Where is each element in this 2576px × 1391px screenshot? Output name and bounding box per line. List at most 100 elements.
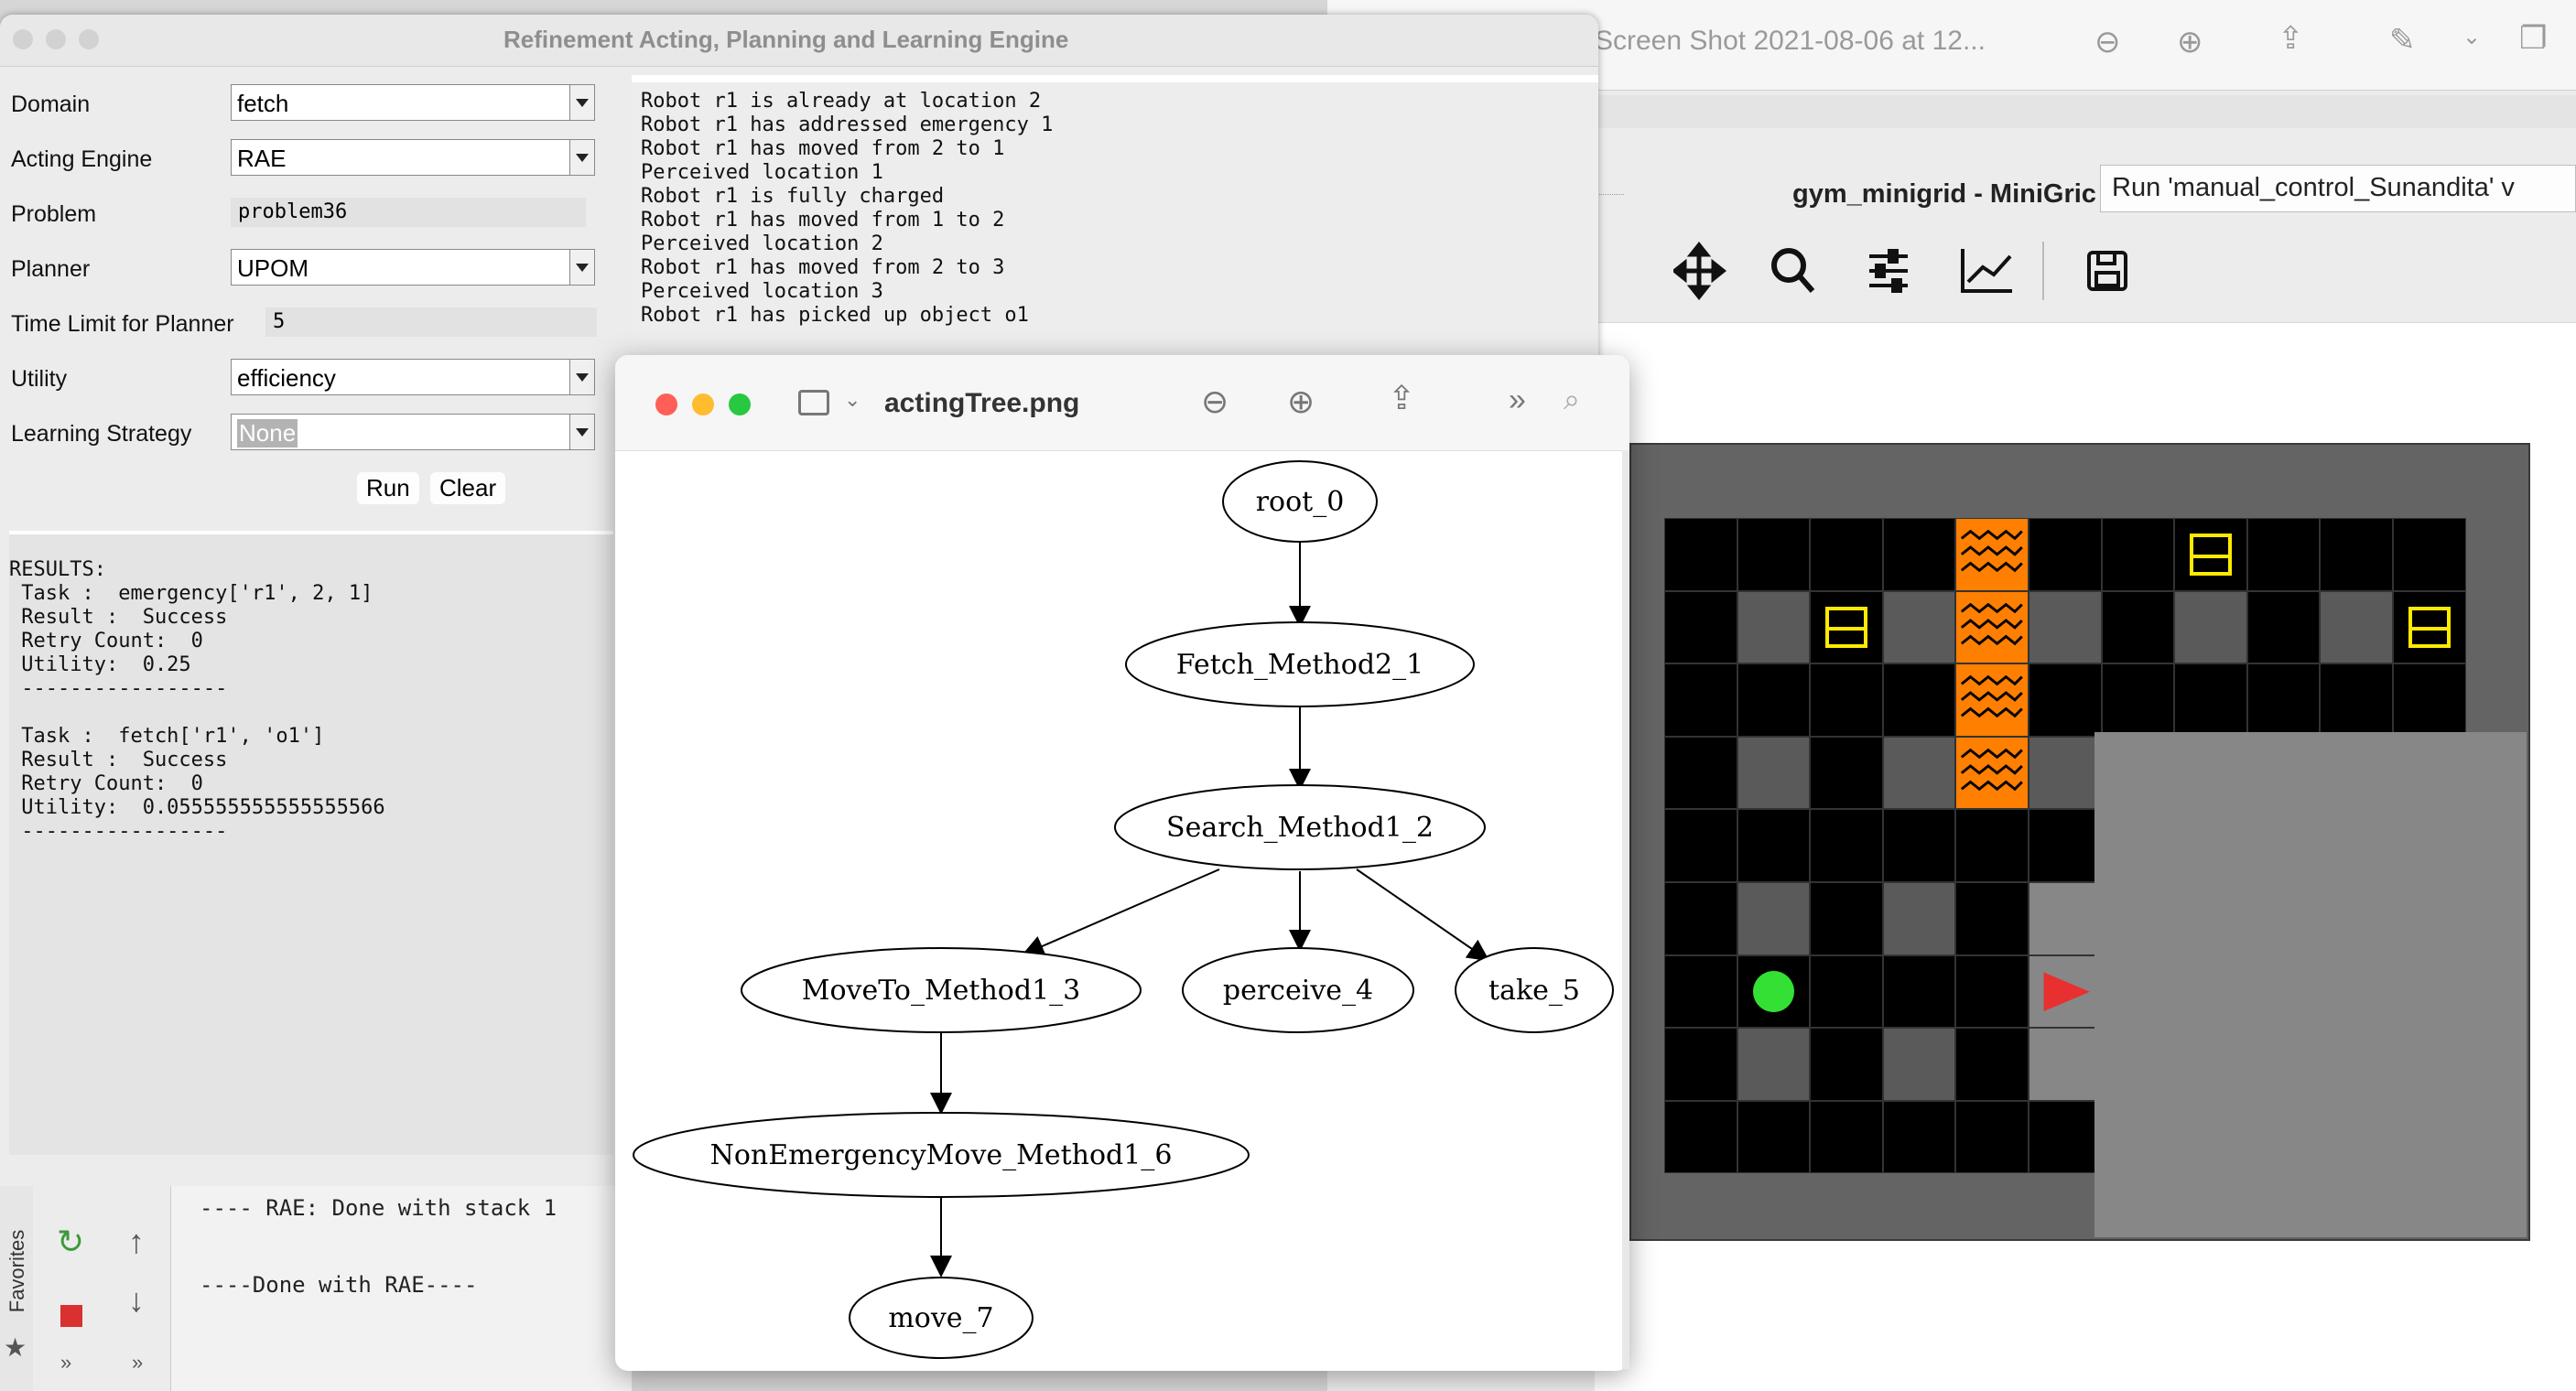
share-icon[interactable]: ⇪ [1388,379,1416,416]
close-button[interactable] [13,29,33,49]
grid-cell [1737,1028,1811,1101]
toolbar-separator [1595,194,1624,196]
domain-select[interactable]: fetch [231,84,595,121]
learning-strategy-select[interactable]: None [231,414,595,450]
grid-cell [2393,518,2466,591]
tree-node-label: Fetch_Method2_1 [1176,649,1423,681]
chevron-down-icon[interactable]: ⌄ [844,388,861,411]
favorites-tab[interactable]: Favorites [5,1229,29,1313]
tree-node-fetch-method [1125,621,1475,707]
utility-select[interactable]: efficiency [231,359,595,395]
zoom-button[interactable] [729,394,751,415]
grid-cell [1810,736,1883,810]
grid-cell [2174,663,2247,737]
problem-field[interactable]: problem36 [231,198,586,227]
run-button[interactable]: Run [357,472,419,504]
grid-cell [1810,954,1883,1029]
time-limit-field[interactable]: 5 [265,307,597,337]
rerun-icon[interactable]: ↻ [57,1223,85,1260]
result-line: Result : Success [9,606,228,629]
background-preview-title: Screen Shot 2021-08-06 at 12... [1595,26,1986,56]
close-button[interactable] [655,394,677,415]
more-actions-icon[interactable]: » [60,1351,72,1374]
zoom-in-icon[interactable]: ⊕ [1287,383,1315,420]
box-object [2174,518,2247,591]
lava-tile [1955,663,2029,737]
acting-engine-select[interactable]: RAE [231,139,595,176]
more-chevron-icon[interactable]: » [1509,383,1526,417]
chevron-down-icon[interactable] [569,85,594,120]
grid-cell [1737,809,1811,882]
minimize-button[interactable] [692,394,714,415]
ide-run-toolbar: ↻ » ↑ ↓ » [33,1186,171,1391]
rae-titlebar: Refinement Acting, Planning and Learning… [0,15,1598,67]
arrow-down-icon[interactable]: ↓ [128,1281,145,1319]
console-line: ----Done with RAE---- [200,1272,478,1298]
result-line: ----------------- [9,820,228,843]
learning-strategy-value: None [237,419,298,447]
acting-tree-titlebar: ⌄ actingTree.png ⊖ ⊕ ⇪ » ⌕ [615,355,1629,451]
lit-region [2094,732,2527,1237]
zoom-out-icon[interactable]: ⊖ [1201,383,1229,420]
share-icon[interactable]: ⇪ [2278,21,2304,56]
utility-label: Utility [11,366,68,392]
grid-cell [1882,663,1956,737]
planner-value: UPOM [237,254,308,282]
tree-node-nonemergency-move [633,1112,1250,1198]
tree-node-label: Search_Method1_2 [1166,812,1434,844]
grid-cell [1810,1028,1883,1101]
zoom-in-icon[interactable]: ⊕ [2177,25,2203,59]
box-object [2393,590,2466,664]
grid-cell [1664,954,1737,1029]
results-panel[interactable]: RESULTS: Task : emergency['r1', 2, 1] Re… [9,531,613,1155]
grid-cell [1955,1028,2029,1101]
grid-cell [2320,518,2393,591]
stop-icon[interactable] [60,1305,82,1327]
grid-cell [2393,663,2466,737]
zoom-out-icon[interactable]: ⊖ [2094,25,2121,59]
log-line: Robot r1 has picked up object o1 [641,304,1029,327]
rotate-icon[interactable]: ❐ [2519,21,2548,56]
grid-cell [1664,809,1737,882]
grid-cell [2320,590,2393,664]
sidebar-icon[interactable] [798,390,829,415]
chevron-down-icon[interactable] [569,415,594,449]
grid-cell [1955,882,2029,955]
result-line: Utility: 0.25 [9,653,191,676]
grid-cell [1810,809,1883,882]
grid-cell [1737,736,1811,810]
domain-label: Domain [11,92,91,117]
pan-icon[interactable] [1673,242,1727,300]
arrow-up-icon[interactable]: ↑ [128,1223,145,1260]
star-icon[interactable]: ★ [4,1333,27,1362]
minimize-button[interactable] [46,29,66,49]
markup-pen-icon[interactable]: ✎ [2389,23,2416,58]
grid-cell [2029,809,2102,882]
chevron-down-icon[interactable] [569,360,594,394]
result-line: Retry Count: 0 [9,630,203,652]
clear-button[interactable]: Clear [430,472,506,504]
chevron-down-icon[interactable] [569,140,594,175]
zoom-button[interactable] [79,29,99,49]
log-line: Perceived location 1 [641,161,883,184]
result-line: Task : fetch['r1', 'o1'] [9,725,325,748]
result-line [9,701,613,725]
chevron-down-icon[interactable] [569,250,594,285]
zoom-icon[interactable] [1771,248,1815,293]
tree-node-label: root_0 [1256,486,1345,518]
grid-cell [2029,1100,2102,1174]
search-icon[interactable]: ⌕ [1564,383,1580,415]
chevron-down-icon[interactable]: ⌄ [2462,25,2482,49]
utility-value: efficiency [237,364,336,392]
planner-label: Planner [11,256,91,282]
scrollbar[interactable] [1622,450,1629,1369]
grid-cell [1810,518,1883,591]
save-icon[interactable] [2087,251,2127,291]
planner-select[interactable]: UPOM [231,249,595,286]
configure-subplots-icon[interactable] [1869,249,1908,293]
edge [1356,868,1490,962]
more-actions-icon[interactable]: » [132,1351,144,1374]
minigrid-titlebar [1595,95,2576,128]
edit-axis-icon[interactable] [1961,249,2012,293]
